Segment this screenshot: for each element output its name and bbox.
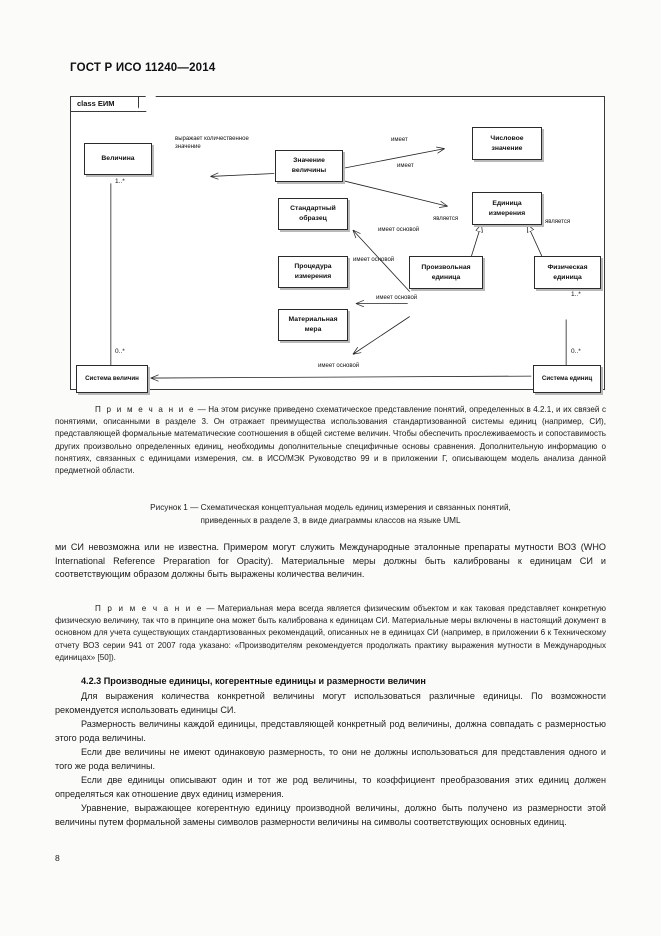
multiplicity-fizicheskaya-edinica: 1..* <box>571 291 581 298</box>
uml-node-proizvolnaya-edinica: Произвольная единица <box>409 256 483 289</box>
multiplicity-sistema-velichin: 0..* <box>115 348 125 355</box>
uml-node-label: Система величин <box>85 374 139 382</box>
edge-label-imeet-2: имеет <box>397 163 414 169</box>
uml-node-velichina: Величина <box>84 143 152 175</box>
edge-label-imeet-osnovoy-2: имеет основой <box>353 257 395 263</box>
uml-node-label: Система единиц <box>541 374 593 382</box>
figure-caption-line2: приведенных в разделе 3, в виде диаграмм… <box>200 516 461 525</box>
note-lead: П р и м е ч а н и е <box>95 604 204 613</box>
uml-node-label: Значение величины <box>291 157 327 174</box>
uml-node-label: Материальная мера <box>288 316 338 333</box>
note-text: На этом рисунке приведено схематическое … <box>55 405 606 476</box>
uml-node-label: Физическая единица <box>547 263 588 281</box>
note-under-figure: П р и м е ч а н и е — На этом рисунке пр… <box>55 404 606 477</box>
note-lead: П р и м е ч а н и е <box>95 405 196 414</box>
standard-header: ГОСТ Р ИСО 11240—2014 <box>70 62 216 74</box>
uml-node-label: Единица измерения <box>488 199 526 217</box>
uml-node-procedura-izmereniya: Процедура измерения <box>278 256 348 288</box>
section-heading-4-2-3: 4.2.3 Производные единицы, когерентные е… <box>81 676 426 686</box>
paragraph-5: Уравнение, выражающее когерентную единиц… <box>55 803 606 827</box>
uml-node-standartny-obrazec: Стандартный образец <box>278 198 348 230</box>
uml-node-sistema-edinic: Система единиц <box>533 365 601 393</box>
edge-label-imeet-osnovoy-3: имеет основой <box>376 295 418 301</box>
uml-class-diagram: class ЕИМ <box>70 96 605 393</box>
uml-node-label: Величина <box>101 155 135 163</box>
edge-label-yavlyaetsya-1: является <box>433 216 459 222</box>
multiplicity-velichina: 1..* <box>115 178 125 185</box>
figure-caption: Рисунок 1 — Схематическая концептуальная… <box>55 501 606 527</box>
uml-node-label: Произвольная единица <box>421 263 471 281</box>
uml-node-sistema-velichin: Система величин <box>76 365 148 393</box>
paragraph-4: Если две единицы описывают один и тот же… <box>55 775 606 799</box>
uml-node-materialnaya-mera: Материальная мера <box>278 309 348 341</box>
uml-node-chislovoe-znachenie: Числовое значение <box>472 127 542 160</box>
edge-label-vyrazhaet: выражает количественное значение <box>175 136 249 150</box>
uml-node-label: Стандартный образец <box>290 205 336 222</box>
diagram-frame-tab <box>71 97 139 112</box>
paragraph-2: Размерность величины каждой единицы, пре… <box>55 719 606 743</box>
note-text: Материальная мера всегда является физиче… <box>55 604 606 662</box>
paragraph-1: Для выражения количества конкретной вели… <box>55 691 606 715</box>
paragraph-continued: ми СИ невозможна или не известна. Пример… <box>55 542 606 580</box>
edge-label-imeet-1: имеет <box>391 137 408 143</box>
uml-node-edinica-izmereniya: Единица измерения <box>472 192 542 225</box>
diagram-frame-label: class ЕИМ <box>77 99 115 108</box>
uml-node-label: Процедура измерения <box>294 263 332 280</box>
page-number: 8 <box>55 853 60 863</box>
edge-label-yavlyaetsya-2: является <box>545 219 571 225</box>
uml-node-label: Числовое значение <box>490 134 524 152</box>
uml-node-znachenie-velichiny: Значение величины <box>275 150 343 182</box>
note-dash: — <box>203 604 218 613</box>
edge-label-imeet-osnovoy-1: имеет основой <box>378 227 420 233</box>
paragraph-3: Если две величины не имеют одинаковую ра… <box>55 747 606 771</box>
note-dash: — <box>195 405 209 414</box>
figure-caption-line1: Рисунок 1 — Схематическая концептуальная… <box>150 503 511 512</box>
note-material-measure: П р и м е ч а н и е — Материальная мера … <box>55 603 606 664</box>
edge-label-imeet-osnovoy-4: имеет основой <box>318 363 360 369</box>
multiplicity-sistema-edinic: 0..* <box>571 348 581 355</box>
uml-node-fizicheskaya-edinica: Физическая единица <box>534 256 601 289</box>
